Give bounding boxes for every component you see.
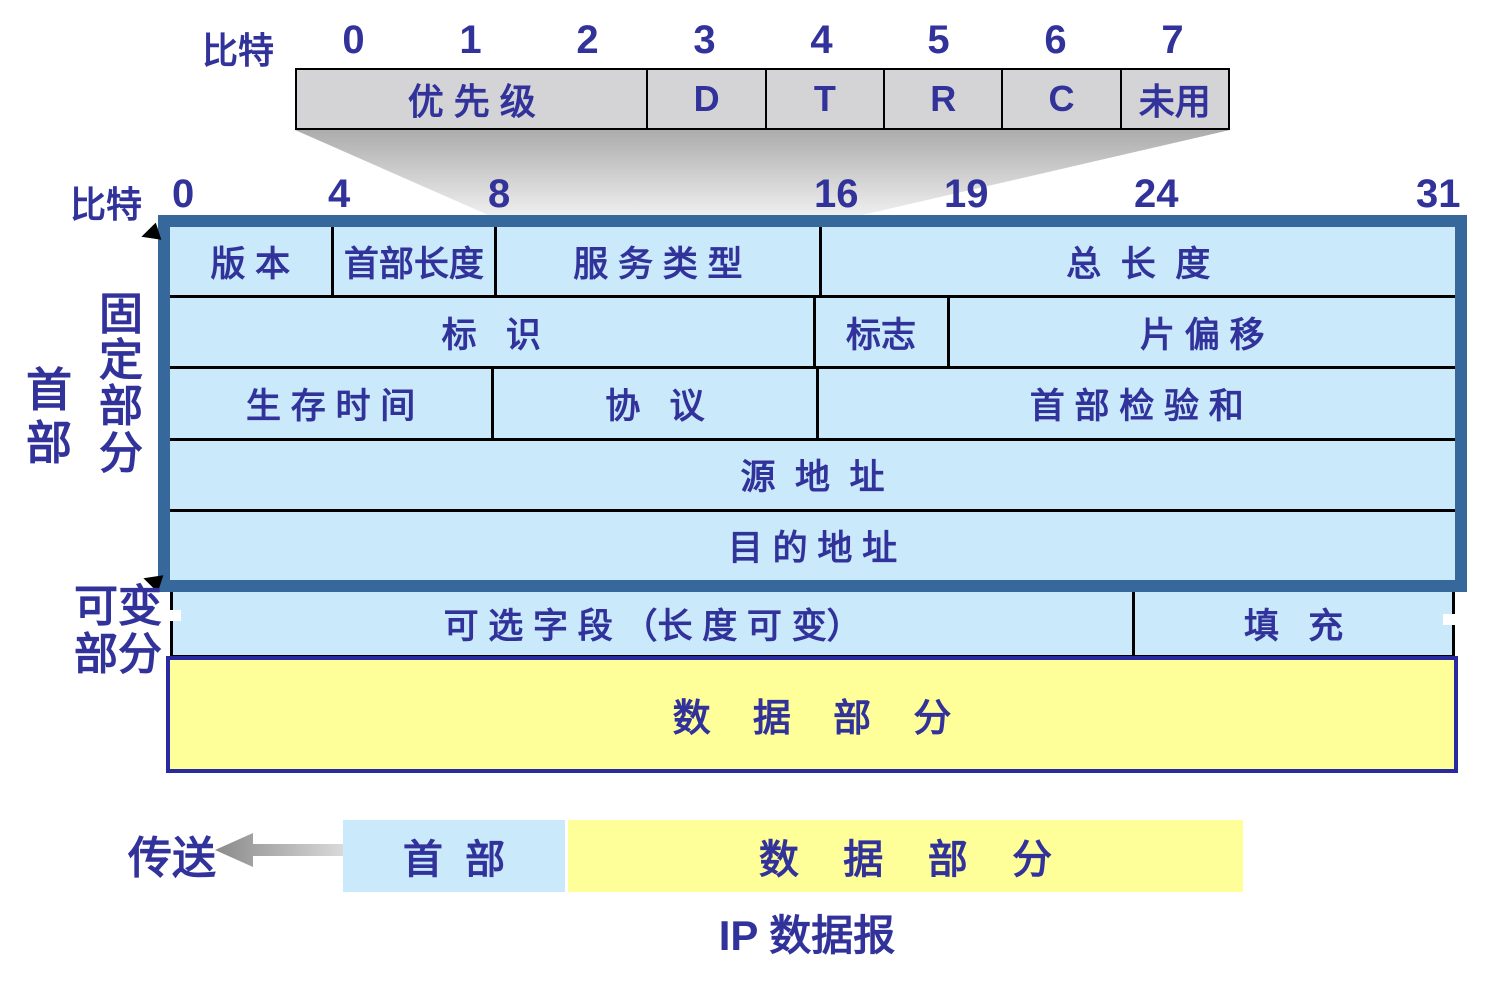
tos-cell-c: C: [1003, 70, 1122, 128]
field-data-part: 数 据 部 分: [166, 656, 1458, 773]
label-fixed-part: 固定部分: [99, 290, 143, 478]
field-fragment-offset: 片 偏 移: [1140, 315, 1265, 355]
label-transmit: 传送: [128, 834, 216, 883]
tos-cell-unused: 未用: [1138, 81, 1211, 122]
field-padding: 填 充: [1244, 607, 1344, 646]
tos-bit-number-0: 0: [342, 18, 365, 62]
field-options: 可 选 字 段 （长 度 可 变）: [173, 592, 1136, 655]
tos-bar: 优 先 级 D T R C 未用: [295, 68, 1230, 130]
bottom-data-box: 数 据 部 分: [568, 820, 1243, 892]
variable-length-tick-left: [156, 610, 181, 621]
label-header: 首部: [12, 360, 86, 476]
bit-number-4: 4: [328, 172, 351, 216]
bit-number-24: 24: [1134, 172, 1179, 216]
tos-cell-d: D: [648, 70, 767, 128]
tos-bit-number-4: 4: [810, 18, 833, 62]
field-flags: 标志: [816, 298, 950, 367]
bit-number-19: 19: [944, 172, 989, 216]
field-header-checksum: 首 部 检 验 和: [1029, 387, 1244, 426]
field-service-type: 服 务 类 型: [497, 227, 822, 296]
field-destination-address: 目 的 地 址: [727, 529, 898, 569]
header-row-4: 源 地 址: [170, 441, 1455, 512]
field-version: 版 本: [170, 227, 334, 296]
header-row-1: 版 本 首部长度 服 务 类 型 总 长 度: [170, 227, 1455, 299]
bit-number-16: 16: [814, 172, 859, 216]
field-source-address: 源 地 址: [740, 458, 885, 498]
tos-cell-t: T: [767, 70, 886, 128]
ip-header-fixed-table: 版 本 首部长度 服 务 类 型 总 长 度 标 识 标志 片 偏 移 生 存 …: [158, 215, 1467, 592]
bit-number-31: 31: [1416, 172, 1461, 216]
header-row-5: 目 的 地 址: [170, 512, 1455, 580]
label-variable-part: 可变部分: [74, 582, 162, 679]
tos-expansion-trapezoid: [295, 130, 1230, 216]
field-identification: 标 识: [170, 298, 816, 367]
tos-bit-number-1: 1: [459, 18, 482, 62]
header-bits-label: 比特: [70, 184, 143, 225]
variable-part-row: 可 选 字 段 （长 度 可 变） 填 充: [170, 592, 1455, 658]
tos-bit-number-2: 2: [576, 18, 599, 62]
field-header-length: 首部长度: [334, 227, 498, 296]
header-row-2: 标 识 标志 片 偏 移: [170, 298, 1455, 370]
tos-bit-number-7: 7: [1161, 18, 1184, 62]
transmit-arrow-icon: [215, 833, 347, 867]
variable-length-tick-right: [1443, 614, 1471, 625]
bit-number-0: 0: [172, 172, 195, 216]
tos-bit-number-6: 6: [1044, 18, 1067, 62]
tos-cell-r: R: [885, 70, 1004, 128]
field-ttl: 生 存 时 间: [170, 369, 495, 438]
tos-bit-number-3: 3: [693, 18, 716, 62]
field-protocol: 协 议: [494, 369, 819, 438]
tos-bit-number-5: 5: [927, 18, 950, 62]
tos-cell-precedence: 优 先 级: [297, 70, 649, 128]
bit-number-8: 8: [488, 172, 511, 216]
header-row-3: 生 存 时 间 协 议 首 部 检 验 和: [170, 369, 1455, 441]
bottom-header-box: 首 部: [343, 820, 565, 892]
tos-bits-label: 比特: [202, 30, 275, 71]
ip-datagram-caption: IP 数据报: [682, 901, 932, 963]
field-total-length: 总 长 度: [1066, 244, 1211, 284]
